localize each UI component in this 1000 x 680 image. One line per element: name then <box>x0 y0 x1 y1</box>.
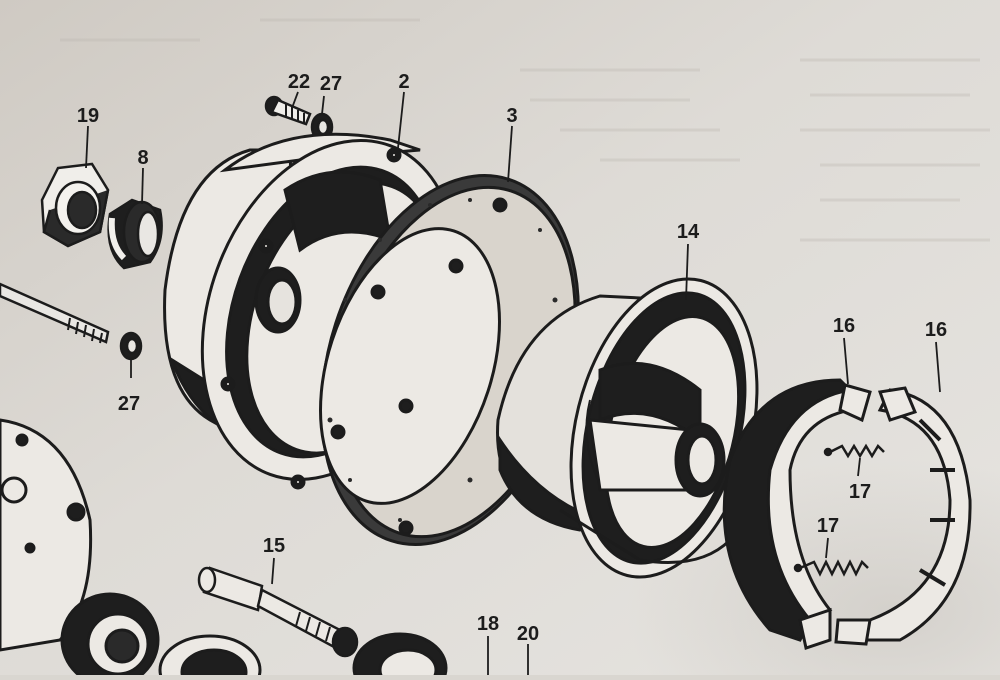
callout-labels: 19 8 22 27 2 3 14 27 16 16 17 17 15 18 2… <box>77 71 947 645</box>
part-8-collar <box>107 198 163 270</box>
leader-16b <box>935 341 941 393</box>
callout-14: 14 <box>677 221 700 243</box>
callout-27-top: 27 <box>320 73 342 95</box>
callout-15: 15 <box>263 535 285 557</box>
bottom-seal-right <box>352 632 448 680</box>
leader-3 <box>507 125 513 183</box>
callout-19: 19 <box>77 105 99 127</box>
part-16-brake-shoe-left <box>722 378 872 650</box>
callout-27-bottom: 27 <box>118 393 140 415</box>
leader-lines <box>85 91 941 675</box>
leader-2 <box>397 91 405 149</box>
part-14-brake-drum <box>496 277 759 579</box>
leader-17b <box>825 537 829 559</box>
axle-rod <box>0 282 110 344</box>
part-22-bolt <box>264 95 312 126</box>
bottom-seal-left <box>60 592 160 680</box>
part-17-spring-upper <box>823 443 885 459</box>
callout-2: 2 <box>398 71 409 93</box>
callout-20: 20 <box>517 623 539 645</box>
part-27-washer-bottom <box>119 331 143 361</box>
leader-27a <box>321 95 325 115</box>
leader-15 <box>271 557 275 585</box>
callout-18: 18 <box>477 613 499 635</box>
part-16-brake-shoe-right <box>834 386 972 646</box>
callout-17-upper: 17 <box>849 481 871 503</box>
part-15-cam-shaft <box>197 566 359 658</box>
callout-17-lower: 17 <box>817 515 839 537</box>
callout-8: 8 <box>137 147 148 169</box>
part-17-spring-lower <box>793 559 869 577</box>
leader-16a <box>843 337 849 385</box>
callout-22: 22 <box>288 71 310 93</box>
bottom-bearing <box>158 634 262 680</box>
callout-16-right: 16 <box>925 319 947 341</box>
backing-plate-partial <box>0 418 93 652</box>
callout-3: 3 <box>506 105 517 127</box>
callout-16-left: 16 <box>833 315 855 337</box>
bleed-through-text <box>60 18 990 242</box>
leader-8 <box>141 167 144 205</box>
leader-17a <box>857 457 861 477</box>
part-19-hex-nut <box>40 162 110 248</box>
leader-19 <box>85 125 89 169</box>
leader-14 <box>685 243 689 301</box>
leader-22 <box>291 91 299 109</box>
